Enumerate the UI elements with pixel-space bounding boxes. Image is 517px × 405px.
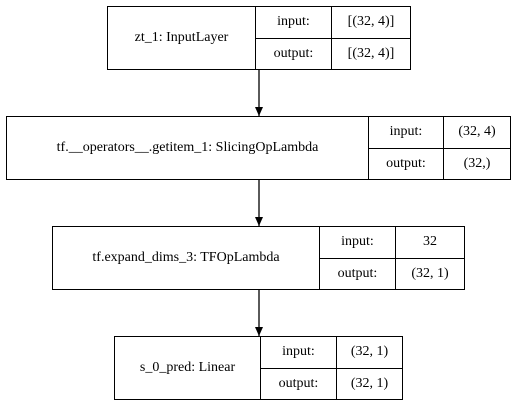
output-label: output:: [261, 368, 337, 399]
node-getitem-slicing-op-lambda[interactable]: tf.__operators__.getitem_1: SlicingOpLam…: [6, 116, 511, 180]
input-value: (32, 1): [350, 344, 389, 360]
output-value: (32, 1): [350, 375, 389, 391]
input-label: input:: [369, 117, 444, 148]
input-label: input:: [261, 337, 337, 368]
input-value: [(32, 4)]: [347, 14, 395, 30]
input-label: input:: [256, 7, 332, 38]
output-value: [(32, 4)]: [347, 45, 395, 61]
input-label: input:: [320, 227, 396, 258]
node-name: tf.__operators__.getitem_1: SlicingOpLam…: [7, 117, 369, 179]
output-value: (32, 1): [411, 265, 449, 281]
node-zt-1-input-layer[interactable]: zt_1: InputLayer input: [(32, 4)] output…: [107, 6, 411, 70]
output-label: output:: [369, 148, 444, 179]
node-s-0-pred-linear[interactable]: s_0_pred: Linear input: (32, 1) output: …: [114, 336, 403, 400]
node-name: tf.expand_dims_3: TFOpLambda: [53, 227, 320, 289]
output-label: output:: [320, 258, 396, 289]
node-name: zt_1: InputLayer: [108, 7, 256, 69]
node-name: s_0_pred: Linear: [115, 337, 261, 399]
input-value: (32, 4): [458, 124, 496, 140]
node-expand-dims-tfop-lambda[interactable]: tf.expand_dims_3: TFOpLambda input: 32 o…: [52, 226, 465, 290]
output-label: output:: [256, 38, 332, 69]
output-value: (32,): [463, 155, 491, 171]
input-value: 32: [423, 234, 437, 250]
